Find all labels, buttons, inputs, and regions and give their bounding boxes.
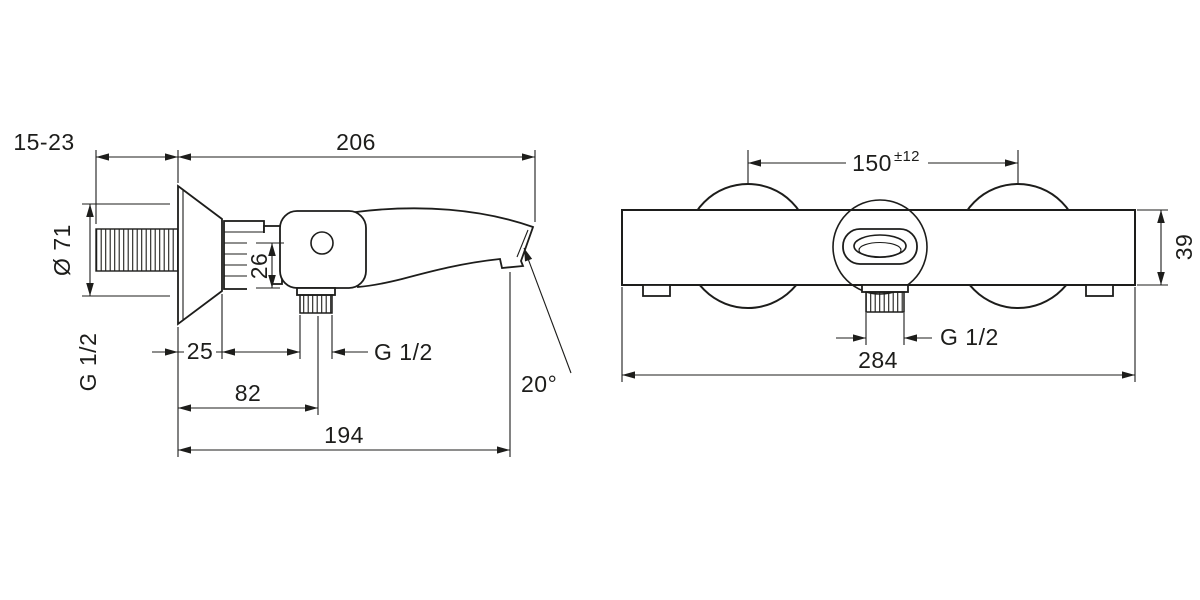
label-underside-projection: 194	[324, 422, 364, 448]
outlet-collar	[296, 287, 336, 296]
front-outlet-threads	[865, 291, 905, 313]
escutcheon-cone	[177, 184, 223, 326]
label-total-projection: 206	[336, 129, 376, 155]
arrowhead	[96, 153, 109, 161]
front-view: 150 ±12 39 G 1/2 284	[621, 148, 1197, 382]
wall-nipple-threads	[95, 228, 179, 272]
arrowhead	[305, 404, 318, 412]
spout-tip-seam	[516, 229, 529, 258]
front-outlet-collar	[861, 284, 909, 293]
arrowhead	[268, 243, 276, 256]
label-inlet-thread: G 1/2	[75, 333, 101, 392]
spout-outline	[355, 207, 535, 288]
label-escutcheon-diameter: Ø 71	[49, 224, 75, 276]
body-button-circle	[310, 231, 334, 255]
label-outlet-thread-side: G 1/2	[374, 339, 433, 365]
label-overall-width: 284	[858, 347, 898, 373]
arrowhead	[86, 283, 94, 296]
label-escutcheon-depth: 25	[187, 338, 214, 364]
arrowhead	[268, 275, 276, 288]
outlet-threads	[299, 294, 333, 314]
arrowhead	[522, 153, 535, 161]
arrowhead	[748, 159, 761, 167]
arrowhead	[1005, 159, 1018, 167]
label-wall-depth-range: 15-23	[13, 129, 74, 155]
arrowhead	[332, 348, 345, 356]
label-spout-angle: 20°	[521, 371, 557, 397]
arrowhead	[178, 446, 191, 454]
arrowhead	[165, 348, 178, 356]
arrowhead	[622, 371, 635, 379]
label-outlet-offset: 82	[235, 380, 262, 406]
arrowhead	[1122, 371, 1135, 379]
right-bracket	[1085, 284, 1114, 297]
side-view: 15-23 206 Ø 71 G 1/2 26 25 G 1/2 82 194 …	[13, 129, 572, 457]
mixer-body	[279, 210, 367, 289]
angle-leader-line	[523, 247, 572, 374]
label-connection-centers: 150	[852, 150, 892, 176]
arrowhead	[1157, 272, 1165, 285]
arrowhead	[524, 248, 533, 262]
arrowhead	[178, 153, 191, 161]
arrowhead	[178, 404, 191, 412]
arrowhead	[1157, 210, 1165, 223]
label-backing	[184, 341, 216, 362]
label-center-drop: 26	[246, 253, 272, 280]
arrowhead	[904, 334, 917, 342]
label-centers-tolerance: ±12	[894, 148, 920, 165]
arrowhead	[287, 348, 300, 356]
label-body-height: 39	[1171, 234, 1197, 261]
arrowhead	[853, 334, 866, 342]
arrowhead	[86, 204, 94, 217]
label-outlet-thread-front: G 1/2	[940, 324, 999, 350]
left-bracket	[642, 284, 671, 297]
arrowhead	[165, 153, 178, 161]
spout-opening-inner	[858, 241, 902, 259]
arrowhead	[497, 446, 510, 454]
arrowhead	[222, 348, 235, 356]
